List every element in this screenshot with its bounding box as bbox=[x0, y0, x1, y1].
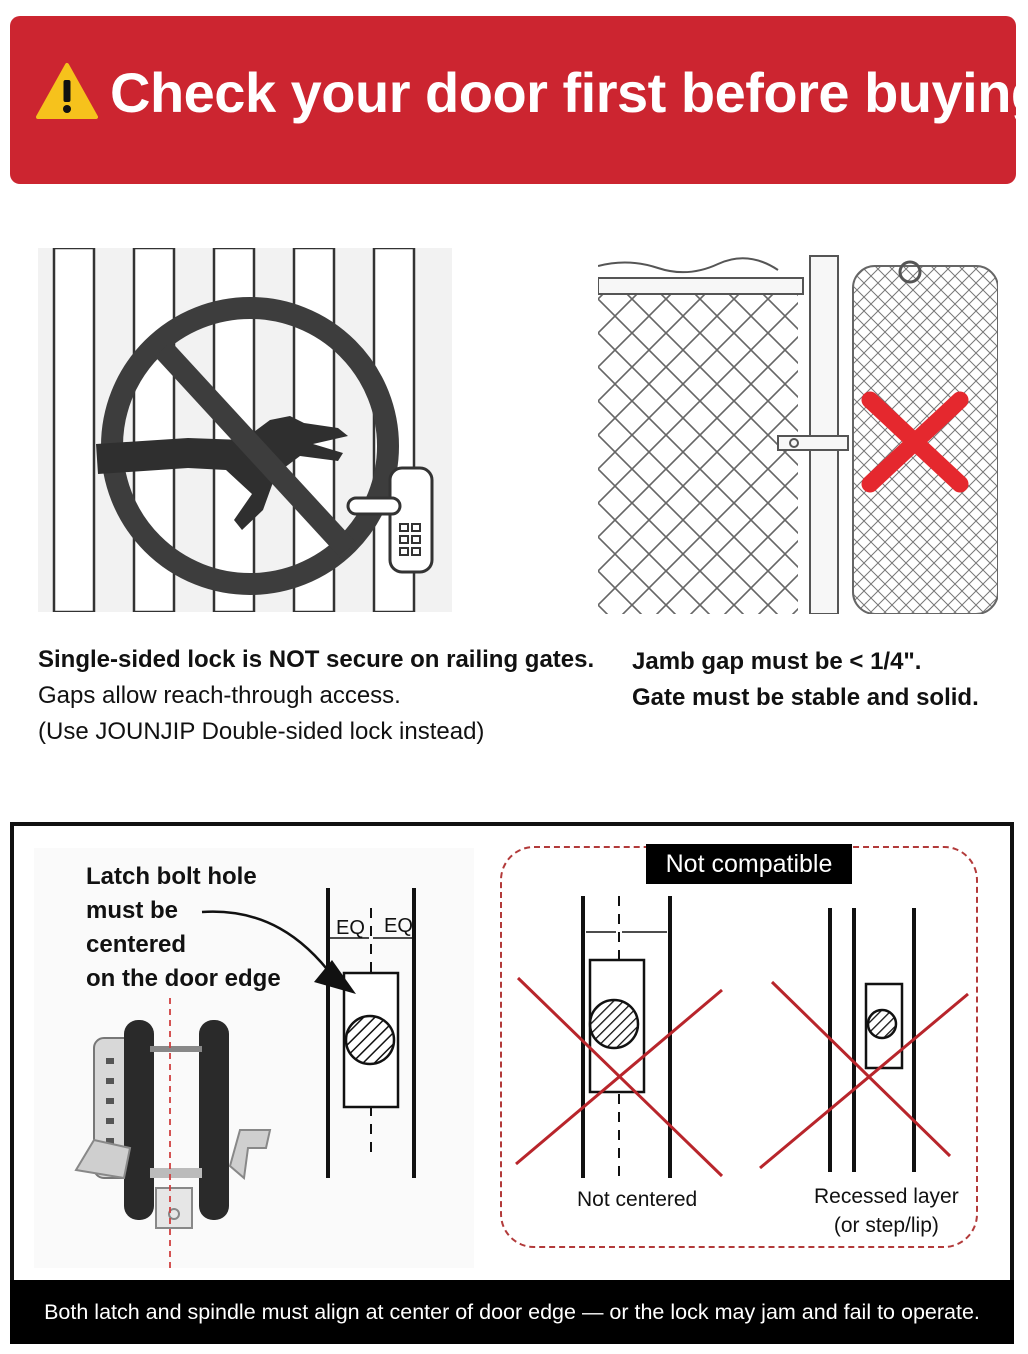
red-x-icon bbox=[861, 391, 969, 493]
chain-link-gate-illustration bbox=[598, 248, 998, 614]
latch-line-4: on the door edge bbox=[86, 965, 281, 992]
eq-right-label: EQ bbox=[384, 915, 413, 937]
not-compatible-diagrams bbox=[515, 896, 969, 1178]
latch-line-3: centered bbox=[86, 931, 187, 958]
no-reach-through-icon bbox=[96, 297, 434, 595]
warning-icon bbox=[36, 63, 98, 119]
footer-note: Both latch and spindle must align at cen… bbox=[10, 1280, 1014, 1344]
jamb-gap-caption: Jamb gap must be < 1/4". Gate must be st… bbox=[632, 644, 979, 716]
railing-gate-caption: Single-sided lock is NOT secure on raili… bbox=[38, 642, 594, 750]
eq-left-label: EQ bbox=[336, 917, 365, 939]
railing-gate-reason: Gaps allow reach-through access. bbox=[38, 682, 401, 709]
jamb-gap-requirement: Jamb gap must be < 1/4". bbox=[632, 648, 922, 675]
not-centered-diagram bbox=[515, 896, 724, 1178]
recessed-layer-line-2: (or step/lip) bbox=[833, 1214, 939, 1237]
recessed-layer-line-1: Recessed layer bbox=[814, 1185, 959, 1208]
recessed-layer-diagram bbox=[759, 908, 969, 1172]
header-banner bbox=[10, 16, 1016, 184]
railing-gate-illustration bbox=[38, 248, 452, 612]
railing-gate-recommendation: (Use JOUNJIP Double-sided lock instead) bbox=[38, 718, 485, 745]
gate-stability-requirement: Gate must be stable and solid. bbox=[632, 684, 979, 711]
latch-centering-diagram: EQ EQ bbox=[34, 848, 474, 1268]
latch-line-1: Latch bolt hole bbox=[86, 863, 257, 890]
banner-title: Check your door first before buying bbox=[110, 61, 1028, 124]
not-centered-label: Not centered bbox=[577, 1188, 698, 1211]
latch-instruction: Latch bolt hole must be centered on the … bbox=[86, 860, 281, 996]
latch-line-2: must be bbox=[86, 897, 179, 924]
railing-gate-warning: Single-sided lock is NOT secure on raili… bbox=[38, 646, 595, 673]
not-compatible-tag: Not compatible bbox=[646, 844, 852, 884]
recessed-layer-label: Recessed layer (or step/lip) bbox=[814, 1182, 959, 1240]
